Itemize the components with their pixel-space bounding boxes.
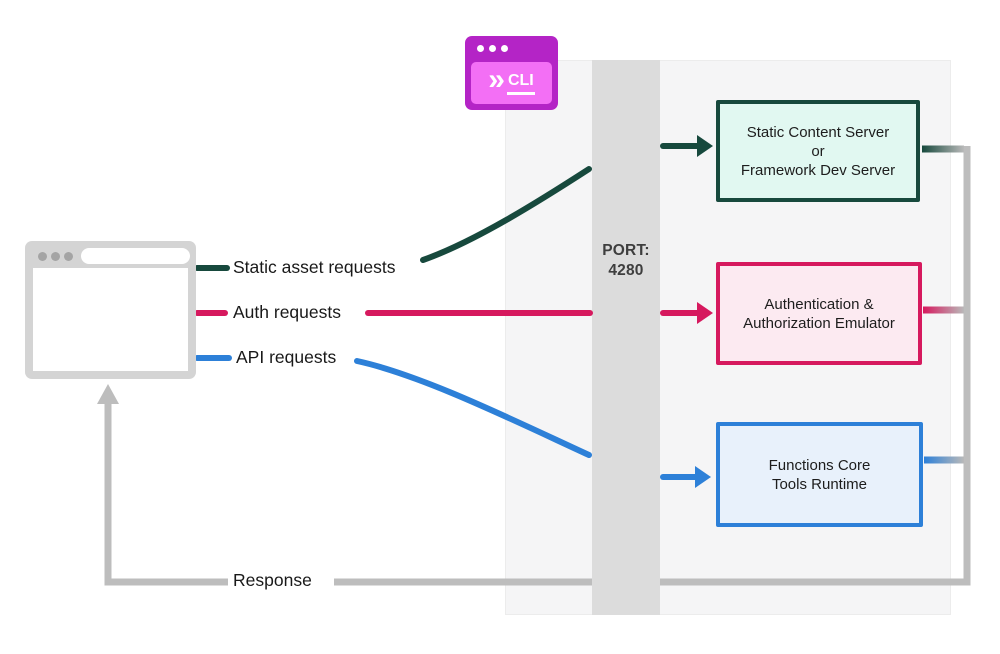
port-label-line2: 4280: [608, 262, 644, 279]
browser-window-dot-icon: [64, 252, 73, 261]
cli-window-dot-icon: [477, 45, 484, 52]
box-static-line3: Framework Dev Server: [740, 161, 896, 179]
box-auth-line1: Authentication &: [764, 295, 874, 313]
static-flow-curve: [420, 166, 592, 263]
port-label-line1: PORT:: [602, 242, 650, 259]
port-band: [592, 60, 660, 615]
api-flow-arrowhead-icon: [695, 466, 711, 488]
static-flow-arrowhead-icon: [697, 135, 713, 157]
cli-titlebar: [465, 36, 558, 58]
response-path-left: [104, 402, 228, 586]
cli-terminal-screen: » CLI: [471, 62, 552, 104]
box-functions-runtime: Functions Core Tools Runtime: [716, 422, 923, 527]
box-auth-line2: Authorization Emulator: [743, 314, 895, 332]
response-path-right: [334, 146, 971, 586]
browser-viewport: [33, 268, 188, 371]
browser-window-icon: [25, 241, 196, 379]
box-functions-line1: Functions Core: [768, 456, 871, 474]
browser-window-dot-icon: [51, 252, 60, 261]
cli-window-dot-icon: [501, 45, 508, 52]
port-label: PORT: 4280: [592, 241, 660, 281]
auth-flow-arrowhead-icon: [697, 302, 713, 324]
label-api-requests: API requests: [236, 347, 337, 367]
cli-chevron-icon: »: [488, 63, 505, 96]
cli-window-icon: » CLI: [465, 36, 558, 110]
box-auth-emulator: Authentication & Authorization Emulator: [716, 262, 922, 365]
label-static-asset-requests: Static asset requests: [233, 257, 396, 277]
api-flow-curve: [354, 358, 592, 458]
browser-window-dot-icon: [38, 252, 47, 261]
cli-label: CLI: [506, 72, 535, 95]
cli-window-dot-icon: [489, 45, 496, 52]
box-static-line1: Static Content Server: [746, 123, 890, 141]
box-static-content-server: Static Content Server or Framework Dev S…: [716, 100, 920, 202]
label-response: Response: [233, 570, 312, 590]
label-auth-requests: Auth requests: [233, 302, 341, 322]
box-functions-line2: Tools Runtime: [771, 475, 868, 493]
browser-address-bar: [81, 248, 190, 264]
response-arrowhead-icon: [97, 384, 119, 404]
box-static-line2: or: [811, 142, 825, 160]
